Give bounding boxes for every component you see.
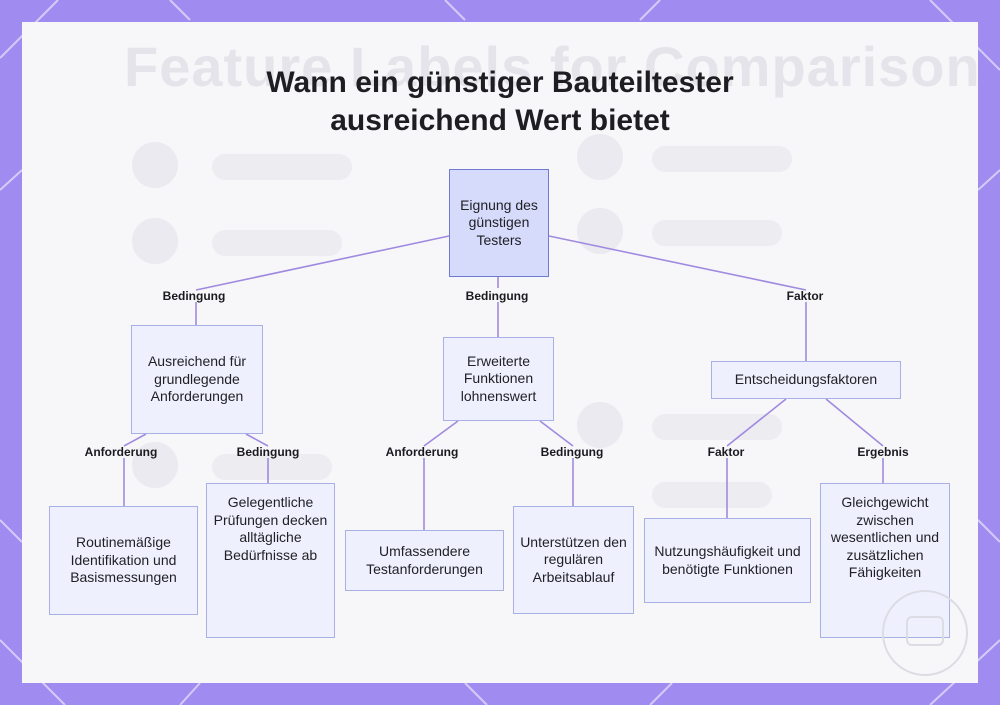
edge-label-basic-routine: Anforderung bbox=[84, 445, 158, 459]
node-usage: Nutzungshäufigkeit und benötigte Funktio… bbox=[644, 518, 811, 603]
node-occasional: Gelegentliche Prüfungen decken alltäglic… bbox=[206, 483, 335, 638]
background-ghost-row bbox=[652, 482, 772, 508]
edge-label-decision-balance: Ergebnis bbox=[857, 445, 909, 459]
edge-advanced-comprehensive bbox=[423, 420, 459, 447]
node-routine: Routinemäßige Identifikation und Basisme… bbox=[49, 506, 198, 615]
watermark-seal-icon bbox=[882, 590, 968, 676]
edge-label-decision-usage: Faktor bbox=[707, 445, 745, 459]
edge-root-basic bbox=[195, 235, 450, 291]
edge-advanced-workflow bbox=[539, 420, 574, 447]
edge-label-advanced-comprehensive: Anforderung bbox=[385, 445, 459, 459]
edge-label-advanced-workflow: Bedingung bbox=[540, 445, 604, 459]
node-workflow: Unterstützen den regulären Arbeitsablauf bbox=[513, 506, 634, 614]
background-ghost-row bbox=[212, 454, 332, 480]
edge-label-root-advanced: Bedingung bbox=[465, 289, 529, 303]
edge-decision-usage bbox=[726, 398, 787, 447]
node-comprehensive: Umfassendere Testanforderungen bbox=[345, 530, 504, 591]
edge-label-root-basic: Bedingung bbox=[162, 289, 226, 303]
background-ghost-icon bbox=[132, 442, 178, 488]
diagram-title: Wann ein günstiger Bauteiltester ausreic… bbox=[0, 64, 1000, 140]
background-ghost-row bbox=[652, 220, 782, 246]
node-decision: Entscheidungsfaktoren bbox=[711, 361, 901, 399]
background-ghost-title: Feature Labels for Comparison bbox=[124, 35, 978, 98]
background-ghost-icon bbox=[577, 134, 623, 180]
edge-label-basic-occasional: Bedingung bbox=[236, 445, 300, 459]
background-ghost-row bbox=[652, 414, 782, 440]
edge-label-root-decision: Faktor bbox=[786, 289, 824, 303]
background-ghost-icon bbox=[132, 142, 178, 188]
edge-basic-occasional bbox=[245, 433, 269, 447]
background-ghost-icon bbox=[577, 402, 623, 448]
background-ghost-row bbox=[652, 146, 792, 172]
node-root: Eignung des günstigen Testers bbox=[449, 169, 549, 277]
title-line-1: Wann ein günstiger Bauteiltester bbox=[266, 66, 734, 99]
node-basic: Ausreichend für grundlegende Anforderung… bbox=[131, 325, 263, 434]
background-ghost-icon bbox=[132, 218, 178, 264]
background-ghost-row bbox=[212, 230, 342, 256]
node-advanced: Erweiterte Funktionen lohnenswert bbox=[443, 337, 554, 421]
edge-decision-balance bbox=[825, 398, 884, 447]
edge-root-decision bbox=[548, 235, 807, 291]
edge-basic-routine bbox=[123, 433, 147, 447]
title-line-2: ausreichend Wert bietet bbox=[330, 104, 670, 137]
watermark-inner-icon bbox=[906, 616, 944, 646]
background-ghost-row bbox=[212, 154, 352, 180]
